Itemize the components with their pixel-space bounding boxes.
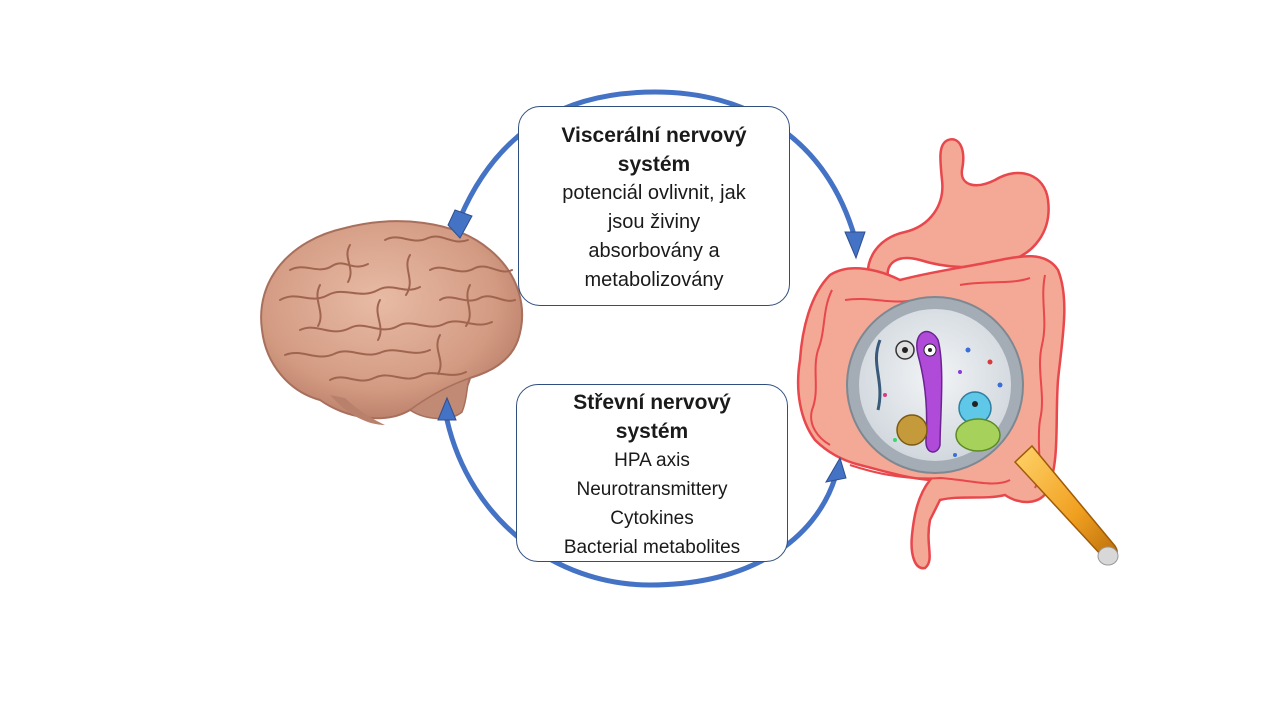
enteric-nervous-system-box: Střevní nervový systém HPA axis Neurotra… [516,384,788,562]
enteric-item-cytokines: Cytokines [610,508,694,529]
enteric-title-line1: Střevní nervový [573,391,731,414]
arrow-bottom-arc [444,417,838,588]
arrowhead-to-gut [844,231,866,260]
arrowhead-up-brain [437,396,457,421]
visceral-text-line: jsou živiny [607,211,701,233]
arrow-heads [437,209,866,483]
arrow-top-arc [457,89,858,241]
visceral-text-line: absorbovány a [588,240,720,262]
brain-illustration [260,220,524,425]
enteric-item-hpa-axis: HPA axis [614,450,690,471]
visceral-text-line: potenciál ovlivnit, jak [562,182,746,204]
visceral-title-line1: Viscerální nervový [561,124,747,147]
arrowhead-up-gut [825,456,847,483]
visceral-nervous-system-box: Viscerální nervový systém potenciál ovli… [518,106,790,306]
enteric-item-neurotransmitters: Neurotransmittery [576,479,728,500]
magnifier-icon [846,296,1119,566]
cycle-arrows [444,89,858,588]
enteric-title-line2: systém [615,420,689,443]
visceral-title-line2: systém [617,153,691,176]
visceral-text-line: metabolizovány [584,269,724,291]
enteric-item-bacterial-metabolites: Bacterial metabolites [563,537,741,558]
arrowhead-to-brain [447,209,473,239]
